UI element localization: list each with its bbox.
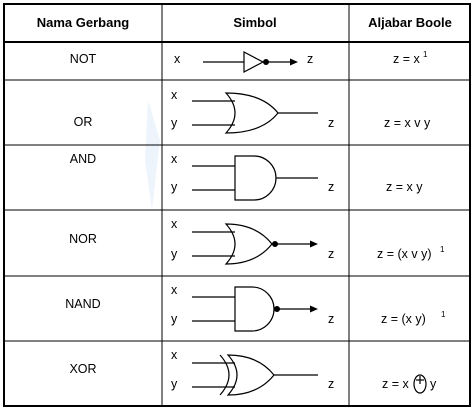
and-gate-symbol: [192, 155, 318, 201]
output-z-label: z: [328, 180, 334, 194]
gate-name: AND: [70, 152, 96, 166]
xor-gate-symbol: [192, 354, 318, 396]
row-not: NOT x z z = x 1: [70, 50, 428, 73]
algebra-expression: z = x v y: [384, 116, 431, 130]
algebra-expression: z = x: [382, 377, 409, 391]
input-y-label: y: [171, 180, 178, 194]
gate-name: XOR: [69, 362, 96, 376]
row-nand: NAND x y z z = (x y) 1: [65, 283, 446, 332]
not-gate-symbol: [203, 51, 298, 73]
header-symbol: Simbol: [233, 15, 276, 30]
algebra-superscript: 1: [423, 50, 428, 59]
output-z-label: z: [328, 377, 334, 391]
row-and: AND x y z z = x y: [70, 152, 423, 201]
input-y-label: y: [171, 116, 178, 130]
algebra-expression: z = x: [393, 52, 420, 66]
nor-gate-symbol: [192, 223, 318, 265]
input-y-label: y: [171, 312, 178, 326]
gate-name: NOR: [69, 232, 97, 246]
input-x-label: x: [171, 217, 178, 231]
output-z-label: z: [328, 247, 334, 261]
input-y-label: y: [171, 377, 178, 391]
output-z-label: z: [307, 52, 313, 66]
algebra-superscript: 1: [441, 310, 446, 319]
input-y-label: y: [171, 247, 178, 261]
algebra-expression: z = x y: [386, 180, 423, 194]
xor-operator-symbol: [413, 374, 427, 394]
table-grid: [3, 3, 471, 407]
table-border: [3, 3, 471, 407]
input-x-label: x: [171, 283, 178, 297]
row-nor: NOR x y z z = (x v y) 1: [69, 217, 445, 265]
row-xor: XOR x y z z = x y: [69, 348, 437, 396]
nand-gate-symbol: [192, 286, 318, 332]
gate-name: OR: [74, 115, 93, 129]
output-z-label: z: [328, 116, 334, 130]
input-x-label: x: [171, 88, 178, 102]
algebra-expression: z = (x v y): [377, 247, 432, 261]
gate-name: NAND: [65, 297, 100, 311]
algebra-superscript: 1: [440, 245, 445, 254]
algebra-expression: z = (x y): [381, 312, 426, 326]
input-x-label: x: [174, 52, 181, 66]
algebra-expression-tail: y: [430, 377, 437, 391]
or-gate-symbol: [192, 92, 318, 134]
output-z-label: z: [328, 312, 334, 326]
header-gate: Nama Gerbang: [37, 15, 130, 30]
input-x-label: x: [171, 348, 178, 362]
row-or: OR x y z z = x v y: [74, 88, 431, 134]
header-algebra: Aljabar Boole: [368, 15, 452, 30]
gate-name: NOT: [70, 52, 97, 66]
watermark-shape: [145, 100, 160, 210]
input-x-label: x: [171, 152, 178, 166]
